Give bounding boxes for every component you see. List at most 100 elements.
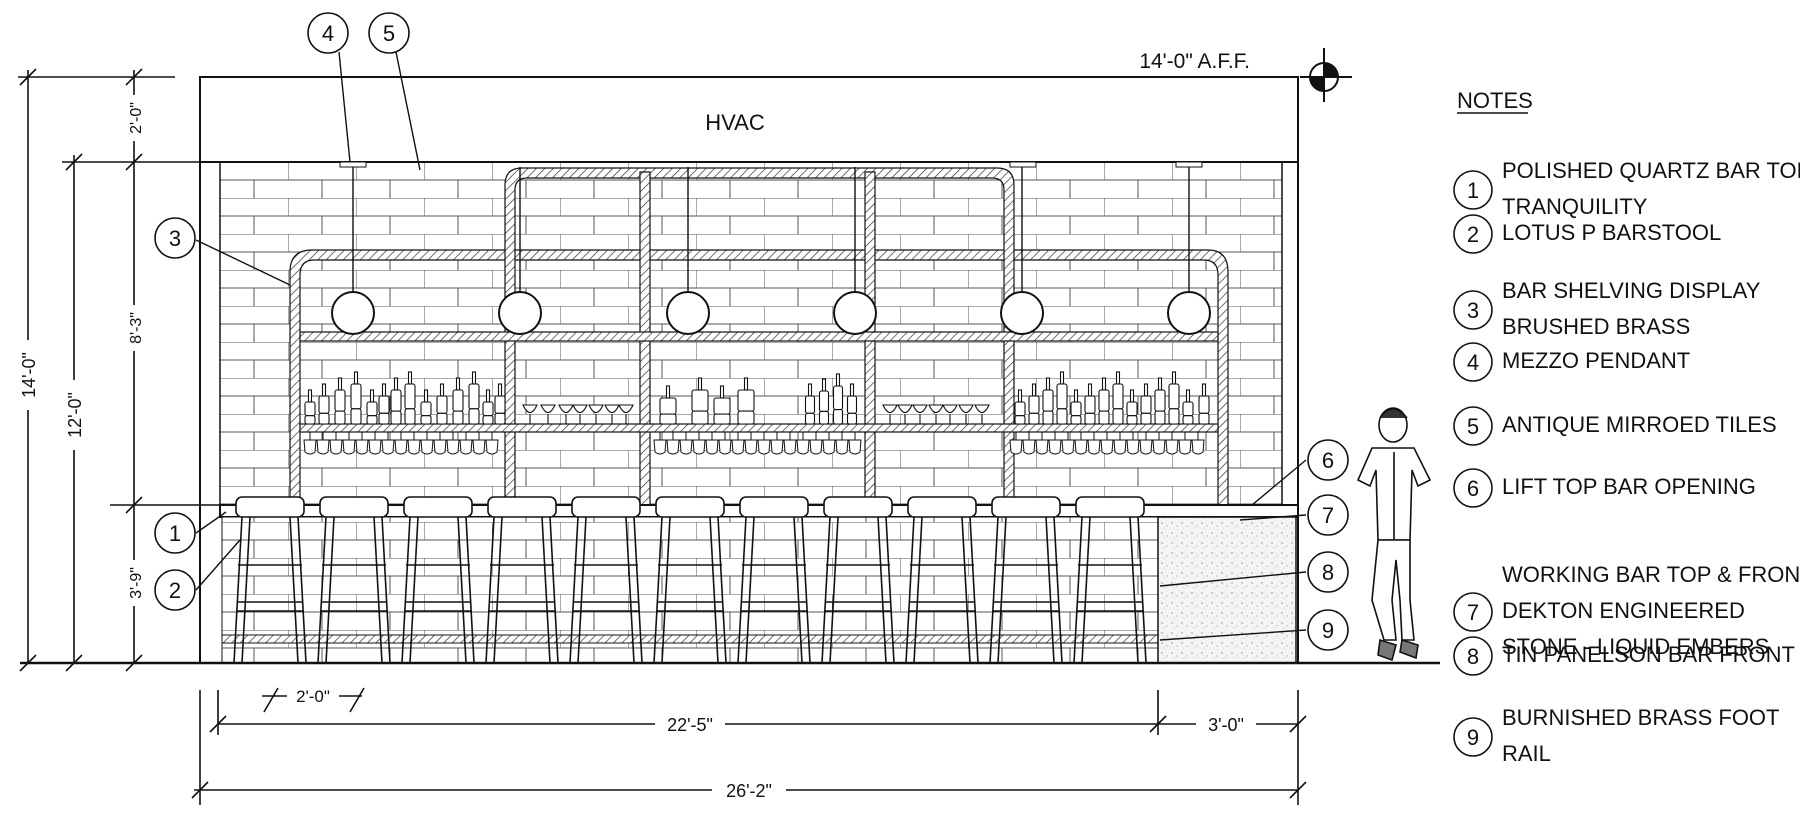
bottle — [1042, 377, 1054, 425]
stem-glass — [974, 404, 990, 424]
barstool — [317, 496, 391, 664]
hanging-glass — [1009, 432, 1023, 455]
hanging-glass — [848, 432, 862, 455]
note-item-6: 6 LIFT TOP BAR OPENING — [1453, 468, 1756, 508]
note-text: LIFT TOP BAR OPENING — [1502, 474, 1756, 499]
note-bubble — [1453, 170, 1493, 210]
hanging-glass — [705, 432, 719, 455]
svg-text:6: 6 — [1322, 448, 1334, 473]
bottle-display — [304, 371, 1210, 425]
note-bubble — [1453, 290, 1493, 330]
callout-6: 6 — [1307, 439, 1349, 481]
pendant — [498, 167, 542, 335]
bottle — [404, 371, 416, 425]
hanging-glass — [744, 432, 758, 455]
hanging-glass — [770, 432, 784, 455]
note-bubble — [1453, 214, 1493, 254]
dim-opening: 3'-0" — [1208, 715, 1244, 735]
dim-total-length: 26'-2" — [726, 781, 772, 801]
hanging-glass — [342, 432, 356, 455]
hanging-glass — [835, 432, 849, 455]
bottle — [334, 377, 346, 425]
callout-8: 8 — [1307, 551, 1349, 593]
hvac-label: HVAC — [705, 110, 765, 135]
note-number: 8 — [1467, 644, 1479, 669]
hanging-glasses — [303, 432, 1205, 455]
stem-glass — [572, 404, 588, 424]
dim-shelving-height: 8'-3" — [128, 312, 145, 344]
bottle — [1056, 371, 1068, 425]
elevation-label: 14'-0" A.F.F. — [1139, 50, 1250, 73]
hanging-glass — [666, 432, 680, 455]
stem-glass — [522, 404, 538, 424]
bottle — [468, 371, 480, 425]
hanging-glass — [679, 432, 693, 455]
stem-glass — [897, 404, 913, 424]
note-bubble — [1453, 636, 1493, 676]
hanging-glass — [1178, 432, 1192, 455]
bottle — [452, 377, 464, 425]
note-number: 2 — [1467, 222, 1479, 247]
barstools — [233, 496, 1147, 664]
bottle — [804, 383, 816, 425]
bottle — [1140, 383, 1152, 425]
note-text: MEZZO PENDANT — [1502, 348, 1690, 373]
bottle — [832, 373, 844, 425]
stem-glass — [958, 404, 974, 424]
dim-bar-length: 22'-5" — [667, 715, 713, 735]
stem-glass — [618, 404, 634, 424]
elevation-marker-icon — [1300, 48, 1352, 102]
notes-title: NOTES — [1457, 88, 1533, 113]
barstool — [905, 496, 979, 664]
bottle — [318, 383, 330, 425]
svg-text:7: 7 — [1322, 503, 1334, 528]
note-text: POLISHED QUARTZ BAR TOP - — [1502, 158, 1800, 183]
note-text: TIN PANELSON BAR FRONT — [1502, 642, 1795, 667]
hanging-glass — [407, 432, 421, 455]
bottle — [1070, 389, 1082, 425]
hanging-glass — [796, 432, 810, 455]
bottle — [1028, 383, 1040, 425]
hanging-glass — [1165, 432, 1179, 455]
note-text: WORKING BAR TOP & FRONT — [1502, 562, 1800, 587]
note-number: 1 — [1467, 178, 1479, 203]
hanging-glass — [1100, 432, 1114, 455]
bottle — [1154, 377, 1166, 425]
note-text: RAIL — [1502, 741, 1551, 766]
foot-rail — [221, 634, 1159, 644]
note-bubble — [1453, 717, 1493, 757]
callout-3: 3 — [154, 217, 196, 259]
bottle — [378, 383, 390, 425]
note-text: LOTUS P BARSTOOL — [1502, 220, 1721, 245]
pendant — [331, 161, 375, 335]
note-bubble — [1453, 468, 1493, 508]
bottle — [436, 383, 448, 425]
note-text: STONE - LIQUID EMBERS — [1502, 634, 1769, 659]
person-scale-figure — [1356, 407, 1432, 662]
bottle — [818, 378, 830, 425]
hanging-glass — [329, 432, 343, 455]
barstool — [989, 496, 1063, 664]
hanging-glass — [692, 432, 706, 455]
dim-stool-spacing: 2'-0" — [296, 687, 330, 706]
hanging-glass — [355, 432, 369, 455]
barstool — [821, 496, 895, 664]
hanging-glass — [433, 432, 447, 455]
horizontal-dim-labels: 2'-0" 22'-5" 3'-0" 26'-2" — [287, 684, 1256, 802]
bottle — [1112, 371, 1124, 425]
callout-bubbles: 4 5 3 1 2 6 7 8 9 — [154, 12, 1349, 651]
note-number: 6 — [1467, 476, 1479, 501]
vertical-dimensions — [18, 68, 220, 672]
stem-glass — [588, 404, 604, 424]
note-number: 3 — [1467, 298, 1479, 323]
bottle — [1198, 383, 1210, 425]
hanging-glass — [1191, 432, 1205, 455]
bottle — [1182, 389, 1194, 425]
hanging-glass — [1074, 432, 1088, 455]
dim-ceiling-height: 12'-0" — [65, 392, 85, 438]
note-text: BURNISHED BRASS FOOT — [1502, 705, 1779, 730]
